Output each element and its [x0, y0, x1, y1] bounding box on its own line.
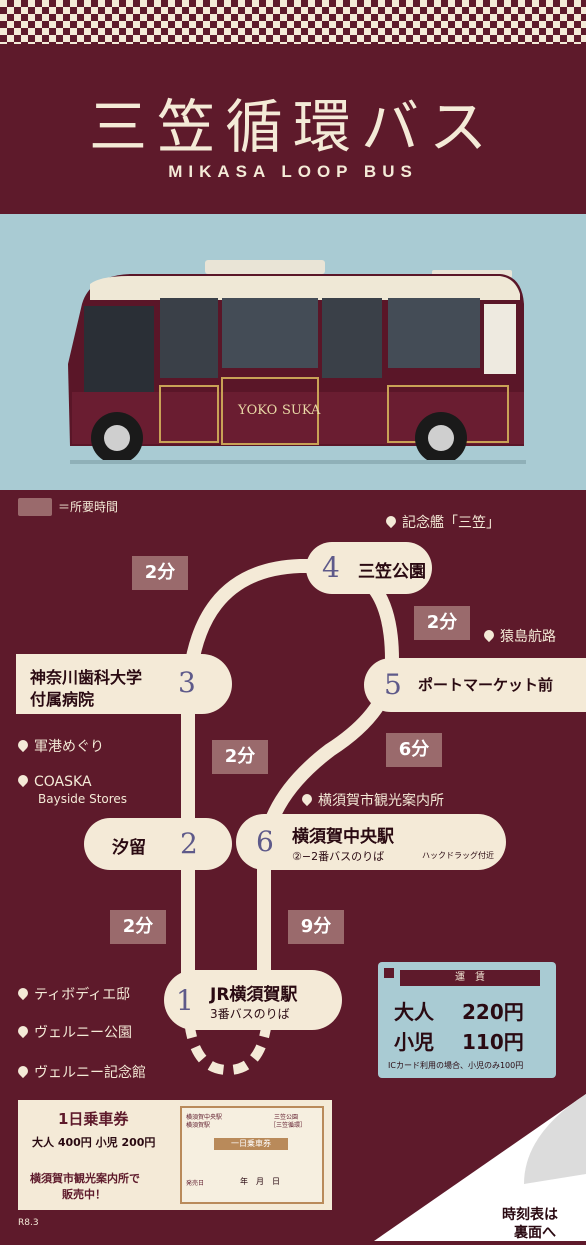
page-curl-note: 時刻表は 裏面へ [374, 1094, 586, 1241]
fare-box: 運 賃 大人 220円 小児 110円 ICカード利用の場合、小児のみ100円 [378, 962, 556, 1078]
ticket-card-text: 横須賀中央駅 [186, 1114, 223, 1121]
poi-coaska-sub: Bayside Stores [38, 792, 128, 806]
pin-icon [15, 737, 31, 753]
pin-icon [299, 791, 315, 807]
ticket-card-text: 横須賀駅 [186, 1122, 211, 1129]
pin-icon [15, 1063, 31, 1079]
day-ticket-panel: 1日乗車券 大人 400円 小児 200円 横須賀市観光案内所で 販売中！ 横須… [18, 1100, 332, 1210]
stop-name: 汐留 [112, 838, 146, 858]
fare-child-label: 小児 [394, 1030, 434, 1054]
stop-number: 4 [322, 551, 340, 584]
stop-sub: ②−2番バスのりば [292, 850, 385, 863]
page-subtitle: MIKASA LOOP BUS [168, 162, 418, 181]
poi-coaska: COASKA [15, 772, 92, 790]
stop-name-line2: 付属病院 [30, 690, 95, 709]
ticket-prices: 大人 400円 小児 200円 [32, 1136, 156, 1149]
poi-verny-park: ヴェルニー公園 [15, 1022, 132, 1042]
ticket-card-date: 年 月 日 [240, 1177, 280, 1186]
time-box-3-2: 2分 [212, 740, 268, 774]
time-box-2-1: 2分 [110, 910, 166, 944]
ticket-sale-1: 横須賀市観光案内所で [30, 1172, 140, 1185]
time-box-6-1: 9分 [288, 910, 344, 944]
poi-gunkou: 軍港めぐり [15, 736, 104, 756]
fare-corner-icon [384, 968, 394, 978]
pin-icon [383, 513, 399, 529]
stop-2: 汐留 2 [84, 818, 232, 870]
ticket-card-title: 一日乗車券 [214, 1138, 288, 1150]
stop-name-line1: 神奈川歯科大学 [30, 668, 143, 687]
poi-kinenkan: 記念艦「三笠」 [383, 512, 500, 532]
stop-name: 三笠公園 [358, 562, 426, 582]
stop-6: 6 横須賀中央駅 ②−2番バスのりば ハックドラッグ付近 [236, 814, 506, 870]
stop-number: 2 [180, 827, 198, 860]
stop-3: 神奈川歯科大学 付属病院 3 [16, 654, 232, 714]
bus-side-text-right: SUKA [282, 403, 321, 418]
stop-number: 6 [256, 825, 274, 858]
page-curl-icon [374, 1094, 586, 1241]
pin-icon [15, 985, 31, 1001]
stop-name: JR横須賀駅 [210, 985, 298, 1005]
pin-icon [15, 1023, 31, 1039]
fare-adult-label: 大人 [394, 1000, 434, 1024]
stop-sub-note: ハックドラッグ付近 [422, 851, 494, 860]
stop-name: 横須賀中央駅 [292, 827, 394, 847]
stop-1: 1 JR横須賀駅 3番バスのりば [164, 970, 342, 1030]
fare-adult-price: 220円 [462, 1000, 524, 1024]
ticket-card-text: 三笠公園 [274, 1114, 299, 1121]
stop-number: 5 [384, 668, 402, 701]
stop-4: 4 三笠公園 [306, 542, 432, 594]
stop-number: 1 [176, 984, 194, 1017]
pin-icon [481, 627, 497, 643]
time-box-5-6: 6分 [386, 733, 442, 767]
poi-tivoli: ティボディエ邸 [15, 984, 130, 1004]
loop-dashed-line [183, 999, 273, 1076]
route-map [181, 559, 400, 1076]
route-line [181, 559, 400, 997]
time-box-2-3: 2分 [132, 556, 188, 590]
version-label: R8.3 [18, 1218, 39, 1228]
poi-kankou: 横須賀市観光案内所 [299, 790, 444, 810]
checker-border [0, 0, 586, 44]
poi-verny-museum: ヴェルニー記念館 [15, 1062, 146, 1082]
legend-text: ＝所要時間 [58, 500, 119, 514]
fare-child-price: 110円 [462, 1030, 524, 1054]
page-title: 三笠循環バス [88, 93, 497, 161]
timetable-note-2: 裏面へ [514, 1225, 556, 1241]
ticket-sale-2: 販売中！ [62, 1188, 106, 1201]
poi-sarushima: 猿島航路 [481, 626, 556, 646]
stop-name: ポートマーケット前 [418, 676, 554, 694]
ticket-title: 1日乗車券 [58, 1110, 129, 1128]
bus-side-text-left: YOKO [237, 403, 277, 418]
time-box-4-5: 2分 [414, 606, 470, 640]
pin-icon [15, 772, 31, 788]
timetable-note-1: 時刻表は [502, 1207, 558, 1223]
header: 三笠循環バス MIKASA LOOP BUS [0, 44, 586, 214]
ticket-card-image: 横須賀中央駅 横須賀駅 三笠公園 ［三笠循環］ 一日乗車券 発売日 年 月 日 [180, 1106, 324, 1204]
stop-sub: 3番バスのりば [210, 1007, 290, 1021]
stop-5: 5 ポートマーケット前 [364, 658, 586, 712]
ticket-card-text: ［三笠循環］ [270, 1122, 307, 1129]
fare-title: 運 賃 [400, 970, 540, 986]
legend-swatch [18, 498, 52, 516]
ticket-card-valid: 発売日 [186, 1180, 205, 1187]
stop-number: 3 [178, 666, 196, 699]
bus-photo-area: YOKO SUKA [0, 214, 586, 490]
fare-note: ICカード利用の場合、小児のみ100円 [388, 1061, 524, 1070]
bus-illustration: YOKO SUKA [68, 260, 526, 464]
